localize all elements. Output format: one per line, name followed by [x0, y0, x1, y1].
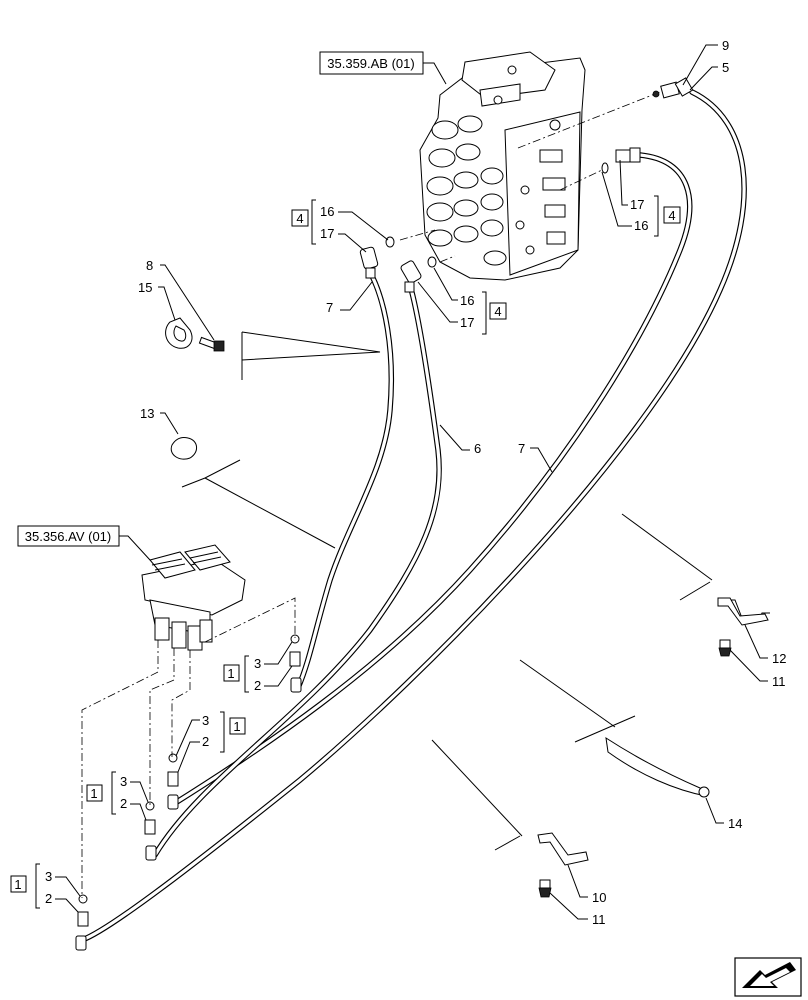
svg-text:4: 4	[668, 208, 675, 223]
fitting-17-left	[359, 236, 395, 279]
hose-6	[152, 282, 442, 858]
control-valve	[419, 51, 586, 281]
centerline	[149, 648, 175, 805]
part-8-15-clip	[165, 317, 225, 352]
svg-text:8: 8	[146, 258, 153, 273]
callout-13[interactable]: 13	[140, 406, 179, 435]
callout-group-4-mid[interactable]: 16 17 4	[417, 267, 507, 335]
hose-7-left	[295, 269, 395, 691]
svg-text:1: 1	[90, 786, 97, 801]
callout-7-right[interactable]: 7	[518, 441, 553, 473]
callout-15[interactable]: 15	[138, 280, 176, 321]
centerline	[204, 597, 296, 643]
svg-text:12: 12	[772, 651, 786, 666]
fitting-9	[652, 77, 694, 99]
svg-text:7: 7	[326, 300, 333, 315]
callout-5[interactable]: 5	[689, 60, 729, 91]
callout-group-1-c[interactable]: 1 3 2	[86, 771, 149, 821]
fitting-17-right	[601, 147, 641, 174]
hose-7-right	[169, 152, 693, 808]
callout-11-upper[interactable]: 11	[729, 649, 786, 689]
callout-14[interactable]: 14	[705, 797, 742, 831]
svg-text:3: 3	[45, 869, 52, 884]
callout-7-left[interactable]: 7	[326, 281, 373, 315]
part-14-strap	[605, 736, 710, 798]
svg-text:6: 6	[474, 441, 481, 456]
centerline	[439, 255, 456, 263]
fitting-2-d	[75, 894, 89, 951]
part-12-bracket	[717, 597, 770, 657]
fitting-2-a	[289, 634, 302, 693]
svg-text:1: 1	[14, 877, 21, 892]
svg-text:7: 7	[518, 441, 525, 456]
svg-text:2: 2	[254, 678, 261, 693]
svg-text:2: 2	[202, 734, 209, 749]
callout-group-4-top-left[interactable]: 4 16 17	[291, 199, 389, 253]
hose-5	[79, 89, 747, 943]
svg-text:14: 14	[728, 816, 742, 831]
callout-12[interactable]: 12	[744, 624, 786, 666]
callout-9[interactable]: 9	[682, 38, 729, 86]
arrow-icon	[734, 957, 802, 997]
callout-10[interactable]: 10	[567, 864, 606, 905]
svg-text:13: 13	[140, 406, 154, 421]
view-indicators	[181, 331, 713, 851]
fitting-2-c	[144, 801, 157, 861]
callout-11-lower[interactable]: 11	[549, 892, 606, 927]
centerline	[517, 91, 661, 149]
svg-text:16: 16	[460, 293, 474, 308]
part-10-bracket	[537, 832, 589, 898]
fitting-2-b	[167, 753, 179, 810]
svg-text:9: 9	[722, 38, 729, 53]
svg-text:3: 3	[202, 713, 209, 728]
svg-text:35.356.AV (01): 35.356.AV (01)	[25, 529, 111, 544]
svg-text:1: 1	[233, 719, 240, 734]
svg-text:2: 2	[120, 796, 127, 811]
svg-text:3: 3	[254, 656, 261, 671]
centerline	[399, 229, 436, 241]
joystick-reference[interactable]: 35.356.AV (01)	[17, 525, 151, 561]
callout-group-1-b[interactable]: 3 2 1	[175, 711, 246, 773]
valve-reference[interactable]: 35.359.AB (01)	[319, 51, 447, 85]
svg-text:10: 10	[592, 890, 606, 905]
centerline	[81, 640, 159, 898]
svg-text:11: 11	[592, 912, 606, 927]
svg-text:5: 5	[722, 60, 729, 75]
callout-group-1-d[interactable]: 1 3 2	[10, 863, 81, 913]
svg-text:17: 17	[630, 197, 644, 212]
svg-text:35.359.AB (01): 35.359.AB (01)	[327, 56, 414, 71]
svg-text:16: 16	[634, 218, 648, 233]
centerline	[559, 169, 603, 191]
svg-text:1: 1	[227, 666, 234, 681]
callout-8[interactable]: 8	[146, 258, 215, 341]
svg-text:16: 16	[320, 204, 334, 219]
centerline	[171, 650, 191, 757]
svg-text:4: 4	[494, 304, 501, 319]
svg-text:11: 11	[772, 674, 786, 689]
svg-text:2: 2	[45, 891, 52, 906]
callout-group-4-right[interactable]: 17 16 4	[601, 159, 681, 237]
joystick-valve	[141, 544, 246, 651]
svg-text:17: 17	[460, 315, 474, 330]
fitting-17-mid	[400, 256, 437, 293]
svg-text:17: 17	[320, 226, 334, 241]
part-13-clamp	[170, 437, 197, 460]
callout-group-1-a[interactable]: 1 3 2	[223, 641, 293, 693]
callout-6[interactable]: 6	[439, 424, 481, 456]
svg-text:3: 3	[120, 774, 127, 789]
svg-text:4: 4	[296, 211, 303, 226]
svg-text:15: 15	[138, 280, 152, 295]
